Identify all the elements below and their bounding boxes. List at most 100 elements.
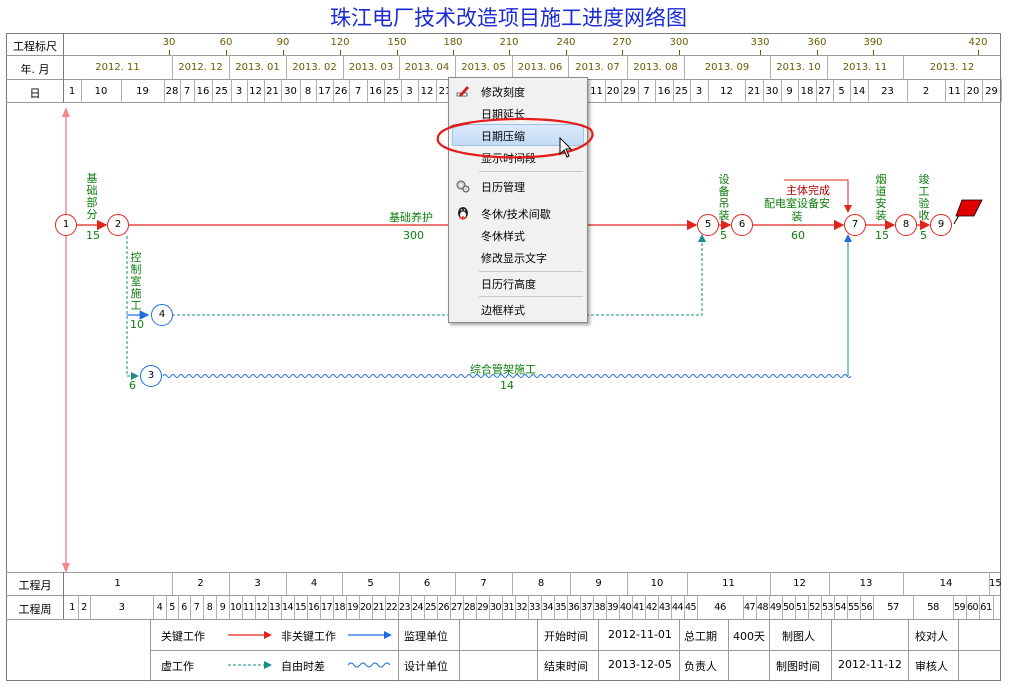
project-week-divider: [178, 595, 179, 619]
scale-tick-label: 270: [612, 37, 632, 48]
day-cell: 3: [695, 86, 703, 97]
day-divider: [655, 79, 656, 102]
scale-tick: [509, 50, 510, 55]
legend-dummy: 虚工作: [161, 660, 194, 673]
dur-node3: 6: [129, 379, 136, 392]
day-cell: 12: [720, 86, 733, 97]
menu-item-edit-text[interactable]: 修改显示文字: [449, 246, 587, 268]
menu-item-extend-date[interactable]: 日期延长: [449, 102, 587, 124]
project-month-divider: [399, 572, 400, 595]
menu-item-show-period[interactable]: 显示时间段: [449, 146, 587, 168]
menu-item-row-height[interactable]: 日历行高度: [449, 272, 587, 294]
project-week-divider: [450, 595, 451, 619]
day-cell: 30: [765, 86, 779, 97]
project-week-divider: [437, 595, 438, 619]
menu-label: 日期延长: [481, 108, 525, 121]
menu-separator: [479, 271, 583, 272]
menu-item-calendar[interactable]: 日历管理: [449, 175, 587, 197]
label-acceptance: 竣工验收: [918, 173, 930, 222]
project-week-cell: 49: [769, 602, 782, 613]
legend-col: [150, 619, 151, 681]
project-week-divider: [860, 595, 861, 619]
day-divider: [605, 79, 606, 102]
node-3[interactable]: 3: [140, 365, 162, 387]
day-divider: [247, 79, 248, 102]
float-4-5-end: [586, 240, 703, 316]
project-month-divider: [455, 572, 456, 595]
project-week-cell: 46: [714, 602, 726, 613]
day-divider: [212, 79, 213, 102]
project-week-cell: 41: [632, 602, 645, 613]
day-divider: [316, 79, 317, 102]
day-divider: [868, 79, 869, 102]
scale-tick-label: 120: [330, 37, 350, 48]
day-cell: 23: [881, 86, 894, 97]
dur-equip-hoist: 5: [720, 229, 727, 242]
project-week-divider: [743, 595, 744, 619]
project-week-cell: 3: [118, 602, 125, 613]
menu-label: 日期压缩: [481, 130, 525, 143]
menu-item-winter-break[interactable]: 冬休/技术间歇: [449, 202, 587, 224]
node-7[interactable]: 7: [844, 214, 866, 236]
legend-noncritical: 非关键工作: [281, 630, 336, 643]
project-week-cell: 4: [156, 602, 163, 613]
dur-flue: 15: [875, 229, 889, 242]
menu-item-winter-style[interactable]: 冬休样式: [449, 224, 587, 246]
day-cell: 17: [318, 86, 331, 97]
project-week-divider: [769, 595, 770, 619]
month-cell: 2013. 06: [517, 62, 563, 73]
menu-item-compress-date[interactable]: 日期压缩: [452, 124, 584, 146]
day-cell: 21: [266, 86, 279, 97]
node-6[interactable]: 6: [731, 214, 753, 236]
legend-drawer-label: 制图人: [782, 630, 815, 643]
project-week-divider: [606, 595, 607, 619]
month-cell: 2013. 05: [461, 62, 506, 73]
scale-tick: [760, 50, 761, 55]
project-month-cell: 15: [989, 578, 1002, 589]
node-4[interactable]: 4: [151, 304, 173, 326]
node-8[interactable]: 8: [895, 214, 917, 236]
legend-col: [908, 619, 909, 681]
project-week-cell: 10: [229, 602, 242, 613]
project-week-divider: [359, 595, 360, 619]
project-month-cell: 12: [793, 578, 806, 589]
day-cell: 7: [354, 86, 362, 97]
node-9[interactable]: 9: [930, 214, 952, 236]
day-divider: [180, 79, 181, 102]
project-month-divider: [342, 572, 343, 595]
project-week-cell: 27: [450, 602, 463, 613]
project-week-divider: [320, 595, 321, 619]
project-week-divider: [580, 595, 581, 619]
legend-dummy-line: [228, 661, 272, 669]
label-flue: 烟道安装: [875, 173, 887, 222]
day-divider: [281, 79, 282, 102]
project-week-cell: 57: [887, 602, 899, 613]
project-month-label: 工程月: [18, 579, 52, 592]
project-week-divider: [463, 595, 464, 619]
menu-item-edit-scale[interactable]: 修改刻度: [449, 80, 587, 102]
project-month-cell: 1: [114, 578, 121, 589]
scale-tick: [397, 50, 398, 55]
day-cell: 11: [590, 86, 603, 97]
menu-label: 日历行高度: [481, 278, 536, 291]
float-arrow: [698, 234, 706, 242]
node-1[interactable]: 1: [55, 214, 77, 236]
legend-reviewer-label: 审核人: [915, 660, 948, 673]
node-2[interactable]: 2: [107, 214, 129, 236]
node-5[interactable]: 5: [697, 214, 719, 236]
legend-checker-label: 校对人: [915, 630, 948, 643]
project-week-divider: [476, 595, 477, 619]
project-month-divider: [687, 572, 688, 595]
day-divider: [231, 79, 232, 102]
scale-tick-label: 420: [968, 37, 988, 48]
project-week-cell: 19: [346, 602, 359, 613]
scale-tick-label: 90: [276, 37, 290, 48]
project-week-divider: [216, 595, 217, 619]
menu-item-border-style[interactable]: 边框样式: [449, 298, 587, 320]
project-week-divider: [671, 595, 672, 619]
day-divider: [690, 79, 691, 102]
project-week-cell: 55: [847, 602, 860, 613]
legend-col: [769, 619, 770, 681]
day-divider: [194, 79, 195, 102]
